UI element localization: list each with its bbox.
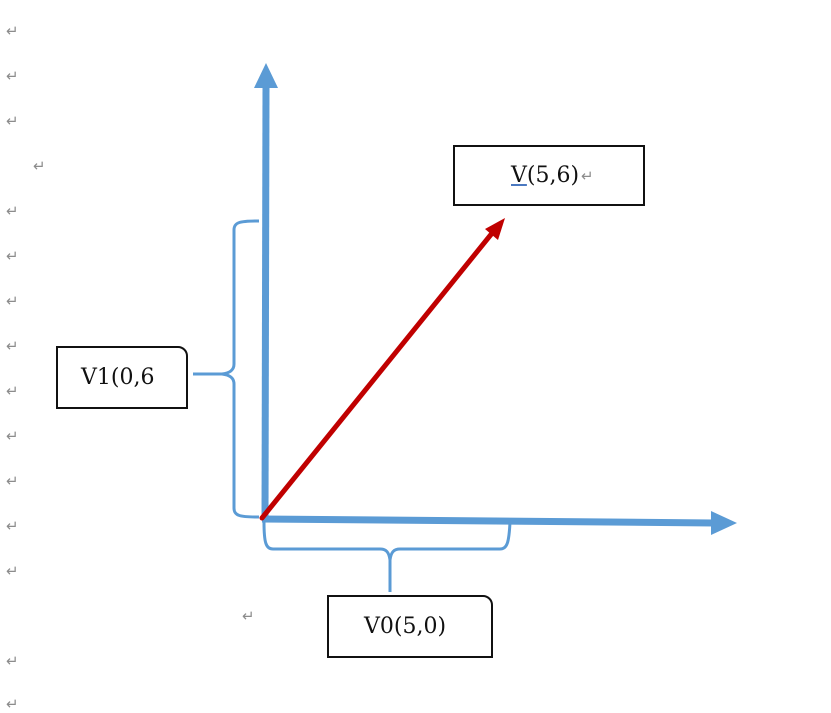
paragraph-mark: ↵ <box>6 517 19 535</box>
v0-brace <box>262 521 512 592</box>
vector-v-arrowhead <box>485 218 505 240</box>
v1-brace <box>193 219 260 519</box>
vector-v-label-rest: (5,6) <box>526 163 580 188</box>
paragraph-mark: ↵ <box>6 67 19 85</box>
x-axis-line <box>261 515 715 527</box>
y-axis-arrowhead <box>254 63 278 88</box>
paragraph-mark: ↵ <box>6 337 19 355</box>
paragraph-mark: ↵ <box>6 472 19 490</box>
vector-v-line <box>259 229 496 521</box>
v0-label-text: V0(5,0) <box>364 614 447 639</box>
paragraph-mark: ↵ <box>6 292 19 310</box>
paragraph-mark: ↵ <box>33 157 46 175</box>
paragraph-mark: ↵ <box>242 607 255 625</box>
paragraph-mark: ↵ <box>6 22 19 40</box>
v1-label: V1(0,6 <box>56 346 188 409</box>
paragraph-mark: ↵ <box>6 562 19 580</box>
paragraph-mark: ↵ <box>6 652 19 670</box>
vector-v-label: V(5,6)↵ <box>453 145 645 206</box>
x-axis-arrowhead <box>711 511 737 535</box>
paragraph-mark: ↵ <box>581 166 594 185</box>
v1-label-text: V1(0,6 <box>81 365 155 390</box>
paragraph-mark: ↵ <box>6 247 19 265</box>
paragraph-mark: ↵ <box>6 382 19 400</box>
paragraph-mark: ↵ <box>6 202 19 220</box>
paragraph-mark: ↵ <box>6 112 19 130</box>
vector-v-label-prefix: V <box>511 163 527 188</box>
paragraph-mark: ↵ <box>6 427 19 445</box>
paragraph-mark: ↵ <box>6 695 19 713</box>
v0-label: V0(5,0) <box>327 595 493 658</box>
y-axis-line <box>261 85 270 521</box>
